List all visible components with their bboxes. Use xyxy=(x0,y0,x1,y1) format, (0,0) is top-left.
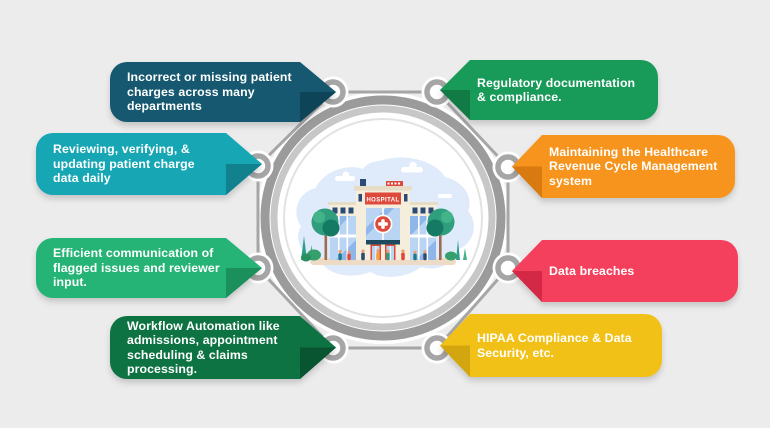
banner-text-line: input. xyxy=(53,275,88,290)
banner-data-breaches: Data breaches xyxy=(512,240,738,302)
banner-text-line: scheduling & claims xyxy=(127,347,248,362)
banner-text-line: processing. xyxy=(127,361,198,376)
tree-right-icon xyxy=(426,208,455,260)
banner-arrow-tip xyxy=(512,135,542,198)
banner-text-line: Workflow Automation like xyxy=(127,318,280,333)
banner-incorrect-patient-charges: Incorrect or missing patient charges acr… xyxy=(110,62,336,122)
cloud-icon xyxy=(335,161,452,198)
banner-arrow-tip xyxy=(226,238,262,298)
banner-regulatory-documentation: Regulatory documentation & compliance. xyxy=(440,60,658,120)
hospital-building: HOSPITAL xyxy=(328,179,438,260)
banner-arrow-tip xyxy=(226,133,262,195)
banner-workflow-automation: Workflow Automation like admissions, app… xyxy=(110,316,336,379)
banner-text-line: Efficient communication of xyxy=(53,246,214,261)
banner-text-line: flagged issues and reviewer xyxy=(53,260,220,275)
banner-arrow-tip xyxy=(300,62,336,122)
banner-text-line: updating patient charge xyxy=(53,156,195,171)
banner-text-line: Regulatory documentation xyxy=(477,75,636,90)
banner-text-line: Maintaining the Healthcare xyxy=(549,144,709,159)
banner-text-line: system xyxy=(549,173,592,188)
banner-reviewing-patient-charge-data: Reviewing, verifying, & updating patient… xyxy=(36,133,262,195)
banner-text-line: Data breaches xyxy=(549,263,635,278)
banner-text-line: charges across many xyxy=(127,84,255,99)
banner-text-line: Incorrect or missing patient xyxy=(127,70,292,85)
banner-revenue-cycle-management: Maintaining the Healthcare Revenue Cycle… xyxy=(512,135,735,198)
connector-node-6 xyxy=(492,252,524,284)
medical-cross-icon xyxy=(373,214,393,234)
shrubs xyxy=(301,236,467,262)
svg-text:HOSPITAL: HOSPITAL xyxy=(366,197,399,203)
banner-hipaa-compliance: HIPAA Compliance & Data Security, etc. xyxy=(440,314,662,377)
banner-text-line: Revenue Cycle Management xyxy=(549,159,718,174)
connector-node-4 xyxy=(492,151,524,183)
tree-left-icon xyxy=(311,208,340,260)
hospital-sign: HOSPITAL xyxy=(365,192,401,205)
banner-arrow-tip xyxy=(512,240,542,302)
entrance-doors xyxy=(366,240,400,260)
banner-text-line: HIPAA Compliance & Data xyxy=(477,331,632,346)
people-figures xyxy=(338,249,427,261)
banner-text-line: data daily xyxy=(53,171,111,186)
banner-arrow-tip xyxy=(300,316,336,379)
banner-text-line: departments xyxy=(127,99,202,114)
banner-arrow-tip xyxy=(440,60,470,120)
banner-flagged-issues-communication: Efficient communication of flagged issue… xyxy=(36,238,262,298)
banner-text-line: admissions, appointment xyxy=(127,333,278,348)
banner-text-line: Security, etc. xyxy=(477,345,555,360)
hospital-illustration: HOSPITAL xyxy=(296,157,474,277)
banner-arrow-tip xyxy=(440,314,470,377)
banner-text-line: Reviewing, verifying, & xyxy=(53,142,190,157)
banner-text-line: & compliance. xyxy=(477,90,562,104)
